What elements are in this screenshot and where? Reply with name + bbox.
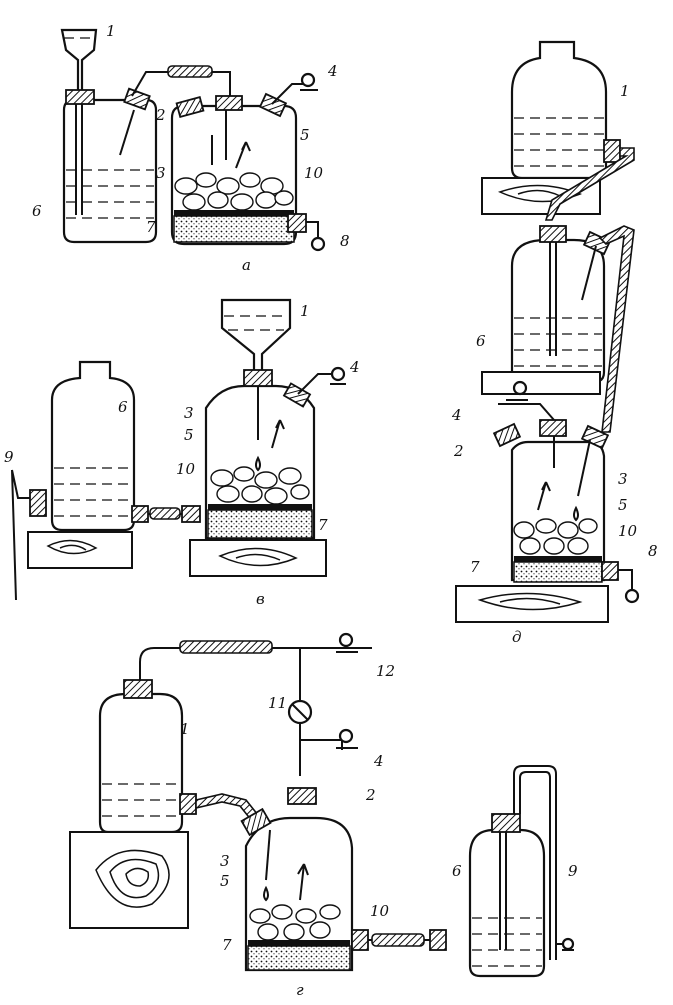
diagram-d: 1 6 4 2 3 5 10 7 8 д <box>451 40 658 646</box>
funnel-icon <box>220 298 292 374</box>
label-2: 2 <box>155 106 166 124</box>
label-3: 3 <box>156 164 166 182</box>
bottle-icon <box>510 40 608 180</box>
funnel-icon <box>60 28 98 94</box>
stopcock-12-icon <box>338 632 354 648</box>
label-8: 8 <box>340 232 350 250</box>
diagram-v: 1 4 3 5 6 10 7 9 в <box>4 298 360 608</box>
caption-a: а <box>242 256 251 274</box>
label-9: 9 <box>568 862 578 880</box>
label-4: 4 <box>327 62 338 80</box>
label-8: 8 <box>648 542 658 560</box>
zinc-pieces <box>513 518 598 555</box>
label-6: 6 <box>32 202 42 220</box>
label-4: 4 <box>373 752 384 770</box>
wooden-stand <box>189 539 327 577</box>
label-1: 1 <box>106 22 116 40</box>
label-7: 7 <box>146 218 156 236</box>
wooden-stand <box>27 531 133 569</box>
label-4: 4 <box>451 406 462 424</box>
zinc-pieces <box>174 172 294 211</box>
rubber-hose <box>179 640 273 654</box>
label-7: 7 <box>470 558 480 576</box>
diagram-g: 1 2 3 4 5 6 7 9 10 11 12 г <box>69 632 578 999</box>
label-2: 2 <box>365 786 376 804</box>
label-5: 5 <box>618 496 628 514</box>
label-3: 3 <box>184 404 194 422</box>
label-10: 10 <box>618 522 638 540</box>
label-6: 6 <box>476 332 486 350</box>
label-5: 5 <box>300 126 310 144</box>
stopcock-icon <box>338 728 354 744</box>
rubber-hose <box>598 225 635 433</box>
label-7: 7 <box>222 936 232 954</box>
zinc-pieces <box>249 904 341 941</box>
zinc-pieces <box>210 466 310 505</box>
label-12: 12 <box>376 662 395 680</box>
sand-layer <box>173 215 295 243</box>
wooden-stand <box>455 585 609 623</box>
label-6: 6 <box>118 398 128 416</box>
stopcock-icon <box>300 72 316 88</box>
tap-icon <box>624 588 640 604</box>
bottle-icon <box>98 692 184 834</box>
diagram-a: 1 2 3 4 5 6 7 8 10 а <box>32 22 350 274</box>
caption-d: д <box>512 628 522 646</box>
label-4: 4 <box>349 358 360 376</box>
label-7: 7 <box>318 516 328 534</box>
label-1: 1 <box>180 720 190 738</box>
label-1: 1 <box>620 82 630 100</box>
tap-icon <box>310 236 326 252</box>
label-1: 1 <box>300 302 310 320</box>
label-3: 3 <box>220 852 230 870</box>
wooden-stand <box>69 831 189 929</box>
bottle-icon <box>510 238 606 384</box>
bottle-icon <box>62 98 158 244</box>
caption-g: г <box>296 981 304 999</box>
grid-plate <box>174 210 294 216</box>
bottle-icon <box>50 360 136 532</box>
caption-v: в <box>256 590 265 608</box>
label-10: 10 <box>176 460 196 478</box>
stand-shelf <box>481 371 601 395</box>
label-10: 10 <box>304 164 324 182</box>
stopcock-icon <box>512 380 528 396</box>
rubber-hose <box>167 65 213 78</box>
label-5: 5 <box>220 872 230 890</box>
label-3: 3 <box>618 470 628 488</box>
label-2: 2 <box>453 442 464 460</box>
label-11: 11 <box>268 694 287 712</box>
stopcock-icon <box>330 366 346 382</box>
label-10: 10 <box>370 902 390 920</box>
label-9: 9 <box>4 448 14 466</box>
label-6: 6 <box>452 862 462 880</box>
label-5: 5 <box>184 426 194 444</box>
